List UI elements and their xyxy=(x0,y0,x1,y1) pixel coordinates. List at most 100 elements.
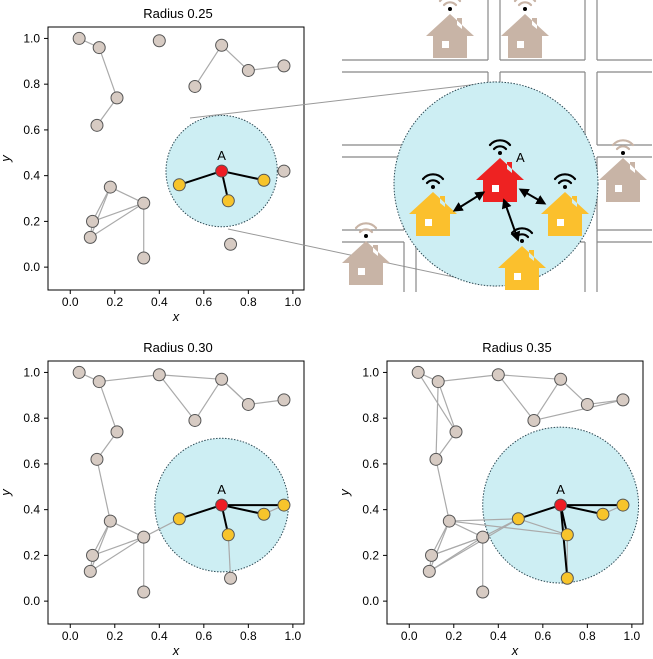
graph-node xyxy=(90,118,104,132)
graph-node xyxy=(491,368,505,382)
graph-edge-a xyxy=(179,504,222,520)
graph-node xyxy=(429,452,443,466)
graph-edge xyxy=(158,374,196,421)
y-tick-label: 0.4 xyxy=(362,503,379,517)
graph-edge xyxy=(497,374,535,421)
x-tick-label: 0.6 xyxy=(534,629,551,643)
graph-node xyxy=(431,375,445,389)
x-tick-label: 0.6 xyxy=(195,295,212,309)
y-tick-label: 0.2 xyxy=(23,548,40,562)
graph-node xyxy=(215,38,229,52)
graph-node xyxy=(277,59,291,73)
graph-node xyxy=(110,425,124,439)
graph-node xyxy=(215,372,229,386)
node-a-label: A xyxy=(217,482,226,497)
graph-node-a xyxy=(215,498,229,512)
x-axis-label: x xyxy=(172,309,180,324)
graph-node-neighbor xyxy=(511,512,525,526)
graph-node xyxy=(103,514,117,528)
graph-edge xyxy=(89,536,145,572)
graph-node-neighbor xyxy=(560,528,574,542)
graph-edge xyxy=(194,44,223,87)
link-arrow xyxy=(501,198,521,242)
y-tick-label: 0.2 xyxy=(362,548,379,562)
graph-edge xyxy=(92,202,144,222)
graph-node-neighbor xyxy=(172,512,186,526)
x-axis-label: x xyxy=(511,643,519,658)
panel-title: Radius 0.35 xyxy=(482,340,551,355)
node-a-label: A xyxy=(556,482,565,497)
graph-node xyxy=(72,365,86,379)
y-axis-label: y xyxy=(0,154,13,163)
graph-node xyxy=(137,530,151,544)
graph-edge xyxy=(533,378,562,421)
y-axis-label: y xyxy=(0,488,13,497)
y-tick-label: 0.8 xyxy=(362,411,379,425)
y-tick-label: 0.4 xyxy=(23,169,40,183)
graph-node xyxy=(188,79,202,93)
y-tick-label: 0.6 xyxy=(23,123,40,137)
y-tick-label: 0.6 xyxy=(23,457,40,471)
link-arrow xyxy=(452,191,486,212)
panel-title: Radius 0.25 xyxy=(143,6,212,21)
graph-node-neighbor xyxy=(221,194,235,208)
y-tick-label: 0.8 xyxy=(23,77,40,91)
x-tick-label: 0.4 xyxy=(151,629,168,643)
graph-edge-a xyxy=(560,504,604,516)
x-tick-label: 0.2 xyxy=(106,295,123,309)
graph-node xyxy=(411,365,425,379)
graph-node-neighbor xyxy=(277,498,291,512)
graph-node xyxy=(83,564,97,578)
house-gray-icon xyxy=(599,139,647,202)
graph-node xyxy=(137,585,151,599)
x-tick-label: 1.0 xyxy=(285,629,302,643)
graph-node-a xyxy=(554,498,568,512)
graph-node xyxy=(92,375,106,389)
graph-node xyxy=(152,34,166,48)
graph-edge xyxy=(498,374,561,380)
graph-edge xyxy=(437,381,457,433)
house-a-label: A xyxy=(516,150,525,165)
graph-edge-a xyxy=(518,504,561,520)
panel-title: Radius 0.30 xyxy=(143,340,212,355)
house-gray-icon xyxy=(501,0,549,58)
graph-node xyxy=(422,564,436,578)
graph-node xyxy=(527,413,541,427)
graph-node-a xyxy=(215,164,229,178)
graph-node xyxy=(86,214,100,228)
graph-node xyxy=(425,548,439,562)
graph-edge xyxy=(92,536,144,556)
graph-node-neighbor xyxy=(596,507,610,521)
city-illustration: A xyxy=(342,0,652,292)
graph-node xyxy=(110,91,124,105)
y-tick-label: 1.0 xyxy=(23,365,40,379)
graph-node-neighbor xyxy=(257,507,271,521)
graph-edge xyxy=(89,186,111,238)
graph-edge xyxy=(435,381,439,460)
graph-edge xyxy=(99,374,160,383)
graph-edge xyxy=(98,381,118,433)
graph-edge xyxy=(428,520,450,572)
graph-edge xyxy=(89,520,111,572)
y-tick-label: 0.6 xyxy=(362,457,379,471)
y-tick-label: 0.8 xyxy=(23,411,40,425)
x-tick-label: 0.8 xyxy=(240,295,257,309)
graph-edge xyxy=(435,459,450,522)
x-tick-label: 0.2 xyxy=(106,629,123,643)
graph-node xyxy=(616,393,630,407)
graph-edge xyxy=(194,378,223,421)
graph-node-neighbor xyxy=(257,173,271,187)
graph-edge xyxy=(438,374,499,383)
graph-node xyxy=(442,514,456,528)
x-tick-label: 0.2 xyxy=(445,629,462,643)
x-tick-label: 0.4 xyxy=(151,295,168,309)
zoom-line-top xyxy=(189,81,497,119)
graph-node xyxy=(580,397,594,411)
graph-edge xyxy=(428,518,519,572)
graph-edge xyxy=(533,399,624,422)
graph-node xyxy=(277,393,291,407)
graph-node xyxy=(241,63,255,77)
graph-node xyxy=(449,425,463,439)
x-axis-label: x xyxy=(172,643,180,658)
